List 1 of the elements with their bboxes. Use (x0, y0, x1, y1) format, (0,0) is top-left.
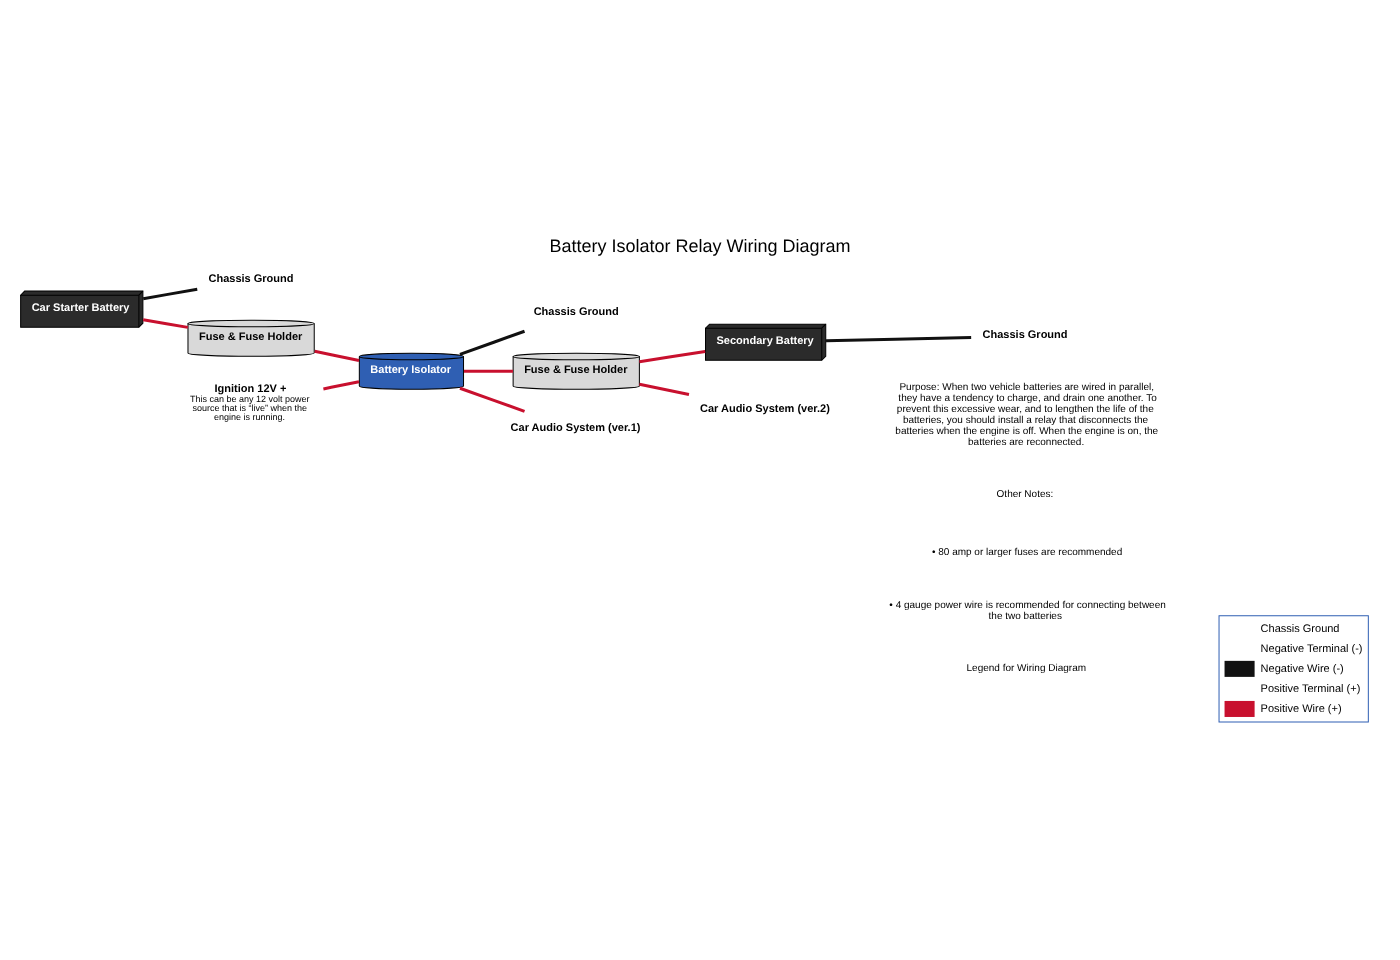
diagram-title: Battery Isolator Relay Wiring Diagram (549, 235, 851, 256)
